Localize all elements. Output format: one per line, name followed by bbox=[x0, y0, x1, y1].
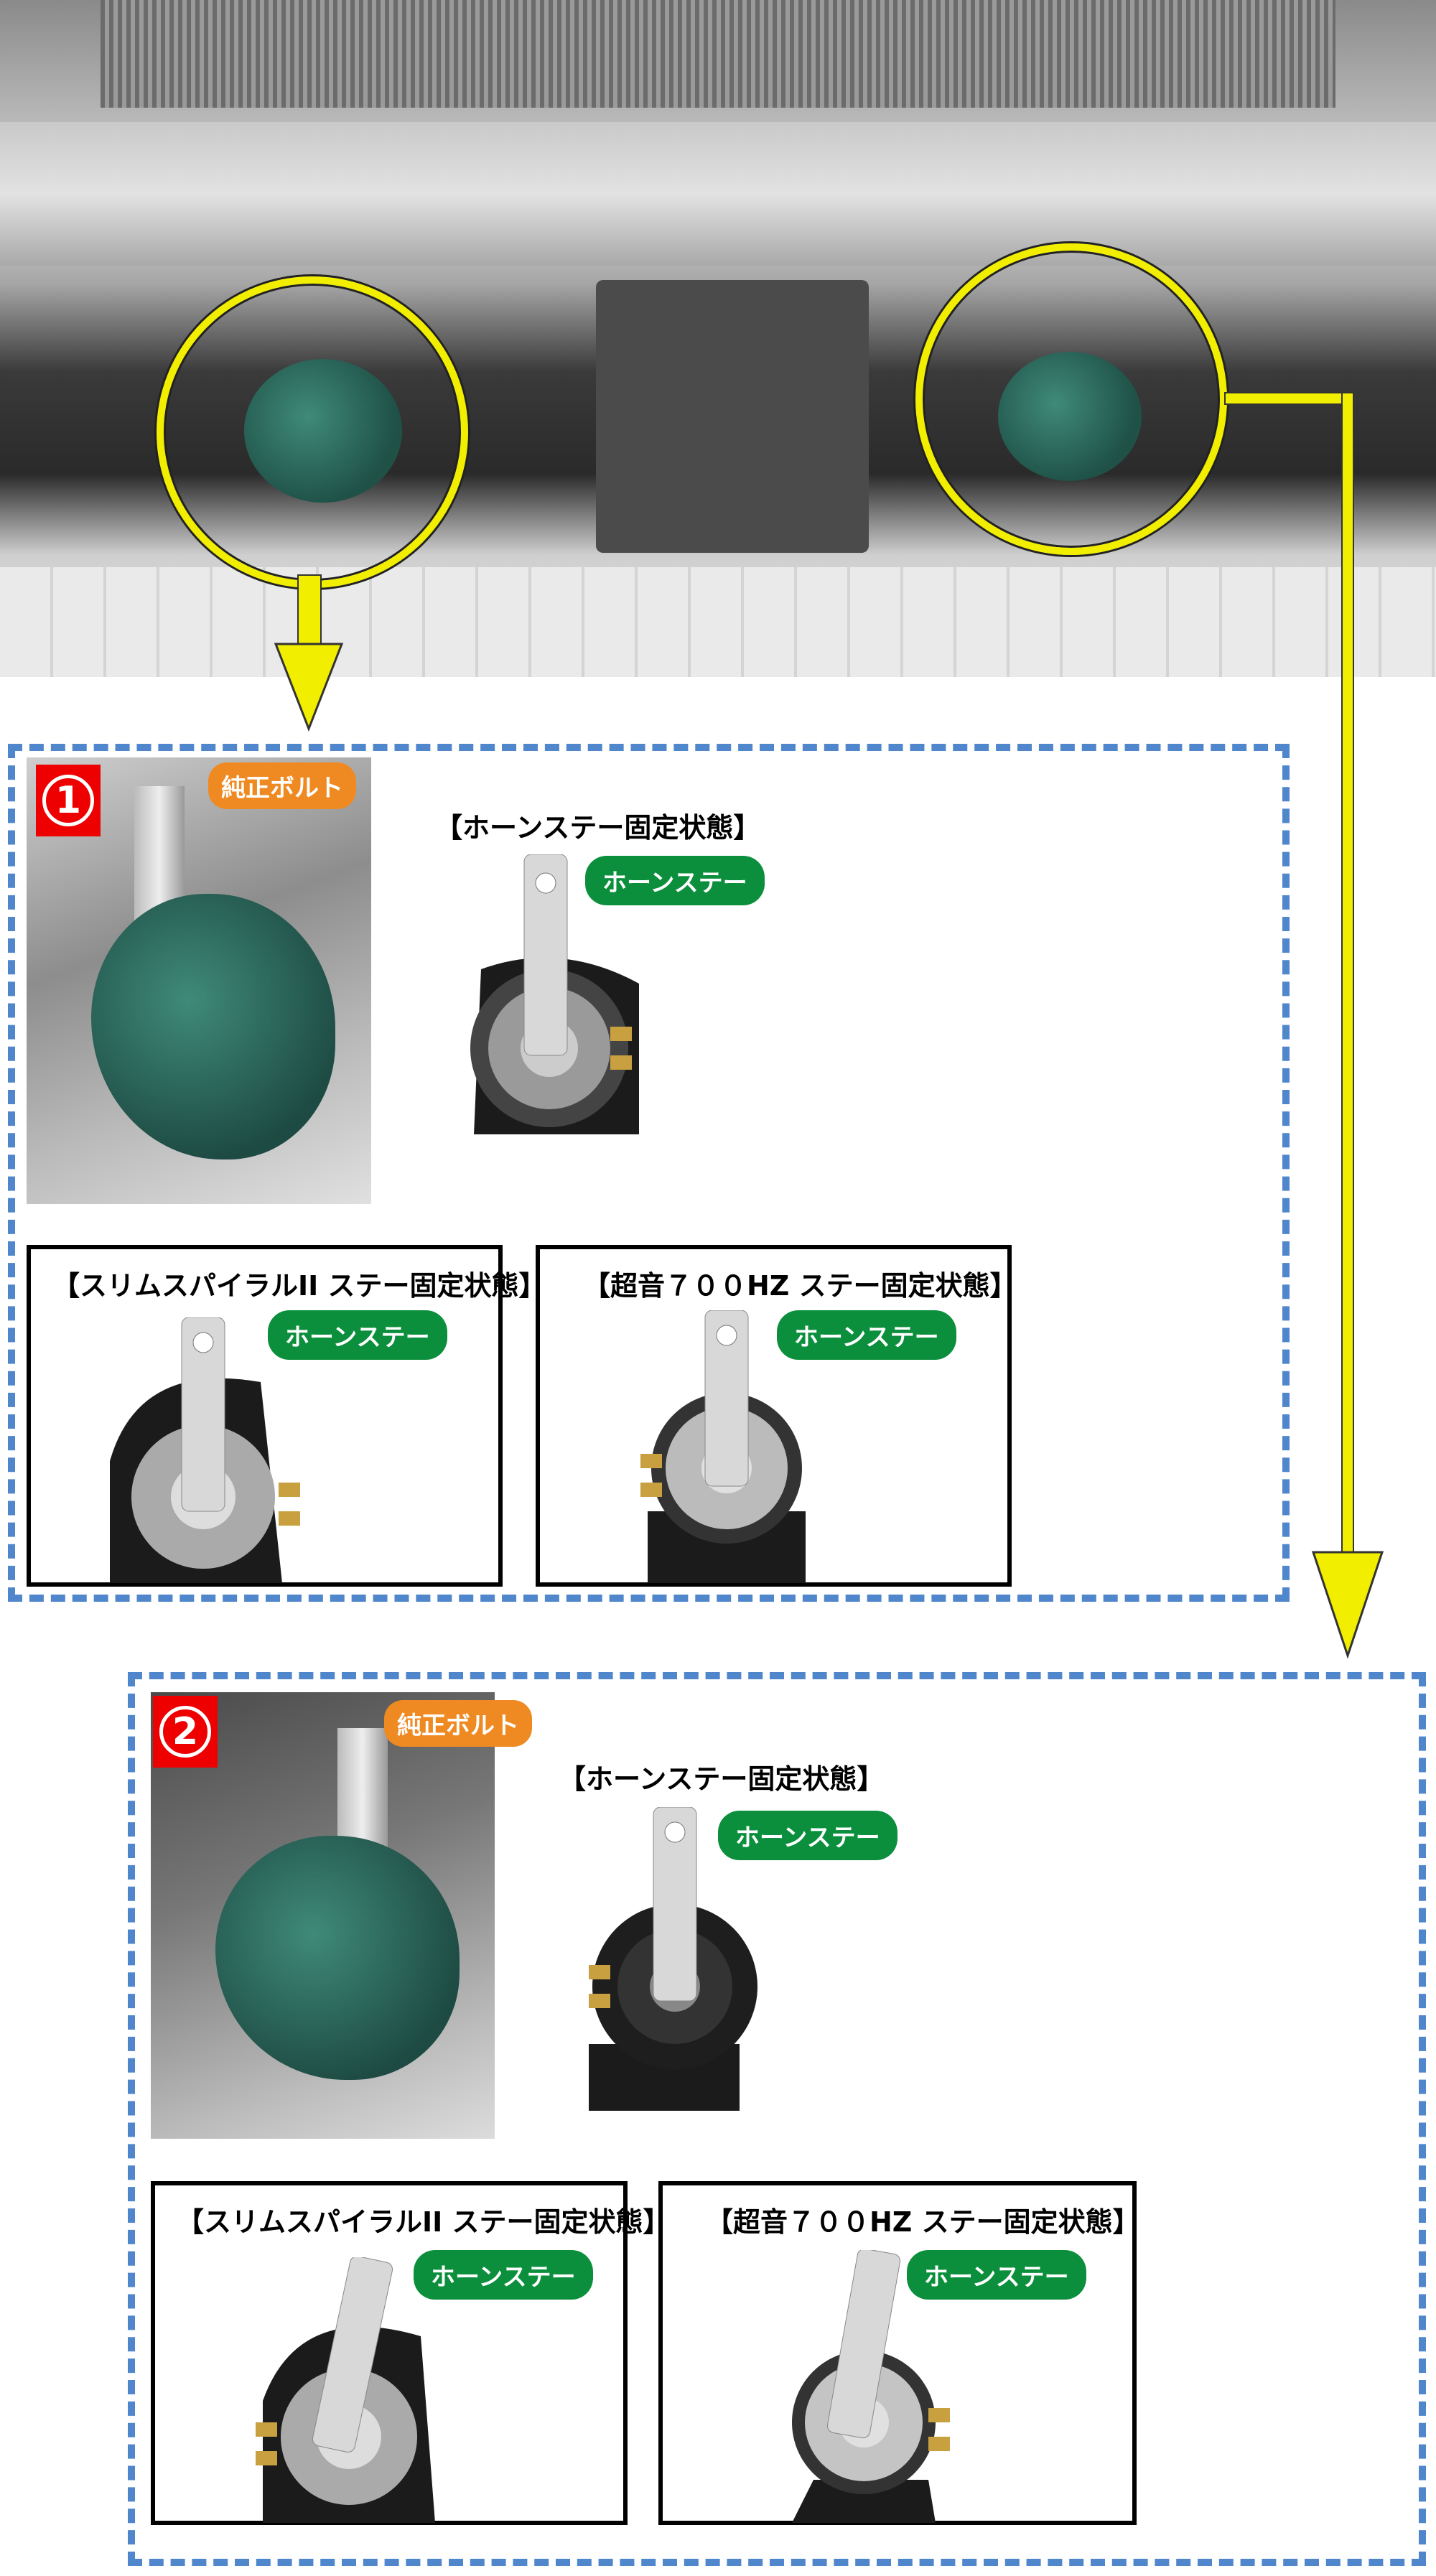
horn-illustration bbox=[792, 2250, 950, 2523]
horn-stay-callout: ホーンステー bbox=[585, 856, 765, 905]
arrow-shaft-1 bbox=[297, 574, 322, 646]
horn-illustration bbox=[589, 1807, 757, 2111]
horn-illustration bbox=[110, 1317, 300, 1583]
horn-illustration bbox=[470, 854, 639, 1134]
box-title: 【スリムスパイラルII ステー固定状態】 bbox=[177, 2206, 671, 2238]
section-1-700hz-box: 【超音７００HZ ステー固定状態】 ホーンステー bbox=[536, 1245, 1017, 1587]
cross-beam bbox=[0, 122, 1436, 266]
section-2-title: 【ホーンステー固定状態】 bbox=[559, 1763, 885, 1795]
step-number: 1 bbox=[42, 775, 94, 826]
arrow-down-icon bbox=[1311, 1551, 1384, 1658]
section-2-700hz-box: 【超音７００HZ ステー固定状態】 ホーンステー bbox=[658, 2181, 1140, 2525]
horn-stay-callout: ホーンステー bbox=[268, 1310, 447, 1360]
step-badge-2: 2 bbox=[153, 1696, 218, 1768]
section-1 bbox=[8, 744, 1290, 1602]
step-number: 2 bbox=[159, 1706, 211, 1758]
horn-stay-callout: ホーンステー bbox=[777, 1310, 956, 1360]
arrow-shaft-2 bbox=[1341, 392, 1354, 1555]
section-1-slim-spiral-box: 【スリムスパイラルII ステー固定状態】 ホーンステー bbox=[27, 1245, 546, 1587]
horn-stay-callout: ホーンステー bbox=[718, 1811, 898, 1860]
arrow-horizontal bbox=[1224, 392, 1353, 405]
box-title: 【スリムスパイラルII ステー固定状態】 bbox=[52, 1270, 546, 1302]
horn-stay-callout: ホーンステー bbox=[414, 2250, 593, 2300]
genuine-bolt-callout: 純正ボルト bbox=[208, 762, 356, 809]
arrow-down-icon bbox=[274, 643, 344, 732]
section-1-title: 【ホーンステー固定状態】 bbox=[435, 812, 761, 844]
genuine-bolt-callout: 純正ボルト bbox=[384, 1700, 532, 1747]
step-badge-1: 1 bbox=[36, 765, 101, 836]
highlight-circle-left bbox=[157, 276, 468, 588]
section-2 bbox=[128, 1672, 1426, 2566]
hood-latch bbox=[596, 280, 869, 553]
bumper bbox=[0, 567, 1436, 677]
section-1-photo bbox=[27, 757, 371, 1204]
horn-illustration bbox=[256, 2257, 435, 2523]
highlight-circle-right bbox=[915, 243, 1227, 555]
radiator bbox=[101, 0, 1335, 108]
section-2-slim-spiral-box: 【スリムスパイラルII ステー固定状態】 ホーンステー bbox=[151, 2181, 671, 2525]
box-title: 【超音７００HZ ステー固定状態】 bbox=[706, 2206, 1140, 2238]
horn-stay-callout: ホーンステー bbox=[907, 2250, 1086, 2300]
horn-illustration bbox=[640, 1310, 806, 1583]
box-title: 【超音７００HZ ステー固定状態】 bbox=[583, 1270, 1017, 1302]
